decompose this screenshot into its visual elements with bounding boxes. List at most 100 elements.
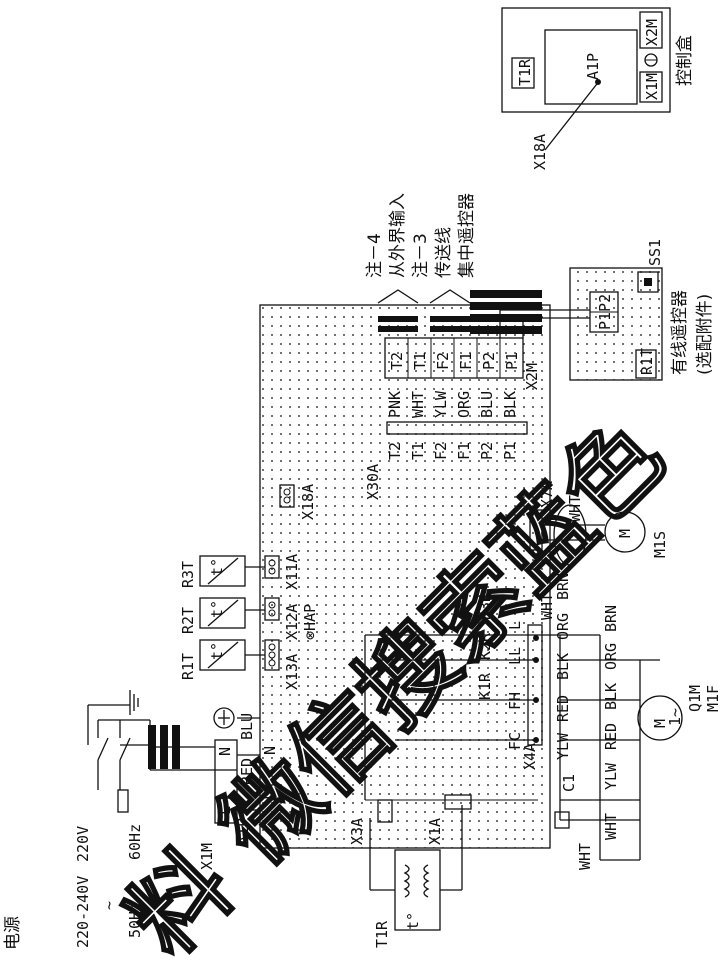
ctrl-caption: 控制盒 <box>675 35 695 86</box>
x30a-pin-p2: P2 <box>478 442 496 460</box>
power-tilde: ~ <box>100 901 118 910</box>
x30a-pin-t1: T1 <box>409 442 427 460</box>
x1m-label: X1M <box>198 843 216 870</box>
pcb-x11a: X11A <box>283 554 301 590</box>
sensor-r3t-label: R3T <box>179 561 197 588</box>
relay-k1r: K1R <box>476 672 494 700</box>
x2m-wire-wht: WHT <box>409 391 427 418</box>
sensor-sym-3: t° <box>208 558 226 576</box>
connector-x12a <box>264 597 280 621</box>
relay-fc: FC <box>506 732 524 750</box>
pcb-x7a: X7A <box>538 481 556 508</box>
motor-phase: 1~ <box>666 708 684 726</box>
x2m-t2: T2 <box>388 352 406 370</box>
note-line3: 注－3 <box>411 233 431 278</box>
x1m-n: N <box>216 747 234 756</box>
transformer-label: T1R <box>373 920 391 948</box>
pcb-x18a: X18A <box>299 484 317 520</box>
note-ferrite-2 <box>429 289 471 332</box>
x2m-wire-blu: BLU <box>478 391 496 418</box>
x2m-f2: F2 <box>434 352 452 370</box>
power-switch <box>97 719 151 813</box>
relay-l: L <box>506 621 524 630</box>
motor-lower-red: RED <box>602 723 620 750</box>
x2m-wire-pnk: PNK <box>386 391 404 418</box>
ctrl-t1r: T1R <box>516 58 534 86</box>
x30a-pin-f2: F2 <box>432 442 450 460</box>
motor-upper-blk: BLK <box>554 653 572 680</box>
sensor-r2t-label: R2T <box>179 607 197 634</box>
x2m-wire-org: ORG <box>455 391 473 418</box>
x2m-label: X2M <box>523 363 541 390</box>
remote-r1t: R1T <box>638 348 656 375</box>
ground-symbol-icon <box>87 690 139 745</box>
x2m-wire-blk: BLK <box>501 391 519 418</box>
wired-remote-board <box>569 267 663 381</box>
control-box <box>501 7 671 151</box>
relay-k2r: K2R <box>476 632 494 660</box>
louver-m: M <box>616 529 634 538</box>
pcb-label: A1P <box>234 818 252 845</box>
power-title: 电源 <box>3 916 23 950</box>
x2m-t1: T1 <box>411 352 429 370</box>
motor-m: M <box>651 719 669 728</box>
pcb-wire-blu: BLU <box>238 713 256 740</box>
connector-x18a <box>279 484 295 508</box>
sensor-r2t <box>199 597 265 629</box>
ctrl-a1p: A1P <box>584 53 602 80</box>
power-voltage-2: 220V <box>74 826 92 862</box>
relay-fh: FH <box>506 692 524 710</box>
power-voltage-1: 220-240V <box>74 876 92 948</box>
x2m-f1: F1 <box>457 352 475 370</box>
sensor-r1t <box>199 639 265 671</box>
x2m-p1: P1 <box>503 352 521 370</box>
x1m-l: L <box>216 806 234 815</box>
x2m-wire-ylw: YLW <box>432 390 450 418</box>
motor-upper-brn: BRN <box>554 573 572 600</box>
motor-upper-ylw: YLW <box>554 732 572 760</box>
x30a-pin-p1: P1 <box>501 442 519 460</box>
pcb-n: N <box>261 746 279 755</box>
ctrl-x18a: X18A <box>531 134 549 170</box>
ctrl-x2m: X2M <box>643 19 661 46</box>
sensor-sym-1: t° <box>208 642 226 660</box>
pcb-x30a: X30A <box>364 464 382 500</box>
motor-lower-brn: BRN <box>602 605 620 632</box>
remote-p1p2: P1P2 <box>596 294 614 330</box>
sensor-r1t-label: R1T <box>179 653 197 680</box>
earth-ground-icon <box>213 707 260 729</box>
motor-lower-blk: BLK <box>602 683 620 710</box>
remote-caption-2: (选配附件) <box>695 294 715 375</box>
louver-label: M1S <box>651 531 669 558</box>
note-line5: 集中遥控器 <box>457 193 477 278</box>
x30a-pin-t2: T2 <box>386 442 404 460</box>
pcb-x1a: X1A <box>426 818 444 845</box>
motor-wht-left: WHT <box>576 843 594 870</box>
transformer-t1r <box>369 794 472 931</box>
pcb-wire-red: RED <box>238 758 256 785</box>
motor-m1f: M1F <box>704 685 722 712</box>
sensor-sym-2: t° <box>208 600 226 618</box>
x30a-pin-f1: F1 <box>455 442 473 460</box>
louver-motor <box>529 504 646 566</box>
power-freq-2: 60Hz <box>126 824 144 860</box>
pcb-x4a: X4A <box>521 743 539 770</box>
louver-wire: WHT <box>566 495 584 522</box>
ferrite-remote <box>470 290 590 338</box>
transformer-sym: t° <box>404 912 422 930</box>
note-ferrite-1 <box>377 289 419 332</box>
note-line1: 注－4 <box>365 233 385 278</box>
note-line2: 从外界输入 <box>388 193 408 278</box>
motor-upper-red: RED <box>554 695 572 722</box>
pcb-x12a: X12A <box>283 604 301 640</box>
motor-capacitor: C1 <box>560 774 578 792</box>
terminal-x2m <box>384 337 524 379</box>
pcb-x3a: X3A <box>348 818 366 845</box>
ctrl-x1m: X1M <box>643 73 661 100</box>
sensor-r3t <box>199 555 265 587</box>
x30a-header <box>386 421 528 435</box>
motor-lower-wht: WHT <box>602 813 620 840</box>
relay-k3r: K3R <box>476 592 494 620</box>
x2m-p2: P2 <box>480 352 498 370</box>
